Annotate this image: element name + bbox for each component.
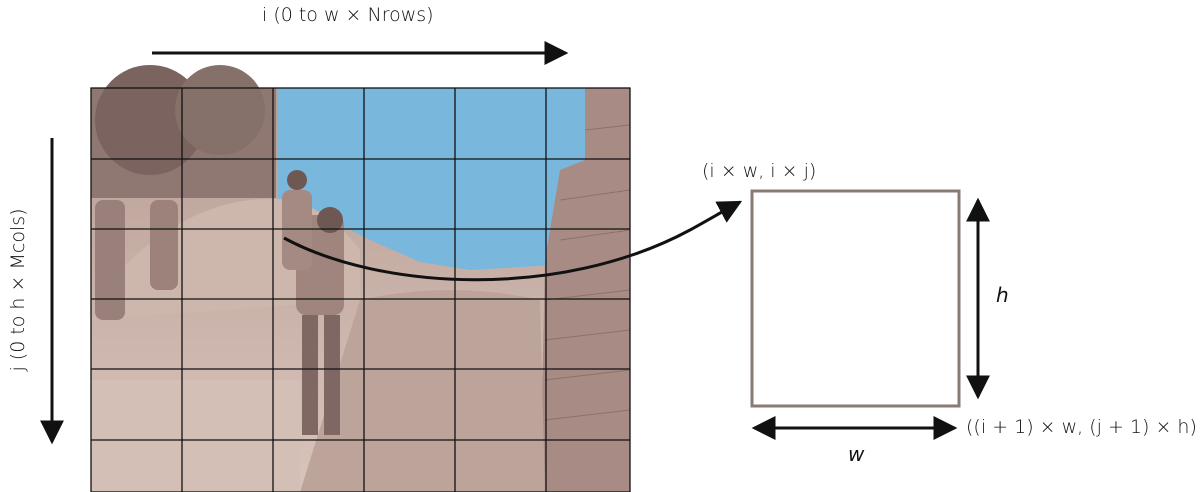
height-label: h	[996, 283, 1009, 307]
x-axis-label: i (0 to w × Nrows)	[262, 4, 434, 26]
bottom-right-corner-label: ((i + 1) × w, (j + 1) × h)	[966, 416, 1197, 438]
photo	[91, 65, 631, 492]
zoom-arrow	[283, 200, 743, 282]
top-left-corner-label: (i × w, i × j)	[702, 160, 817, 182]
grid-overlay	[90, 87, 631, 492]
width-label: w	[848, 442, 865, 466]
enlarged-cell	[750, 189, 961, 408]
